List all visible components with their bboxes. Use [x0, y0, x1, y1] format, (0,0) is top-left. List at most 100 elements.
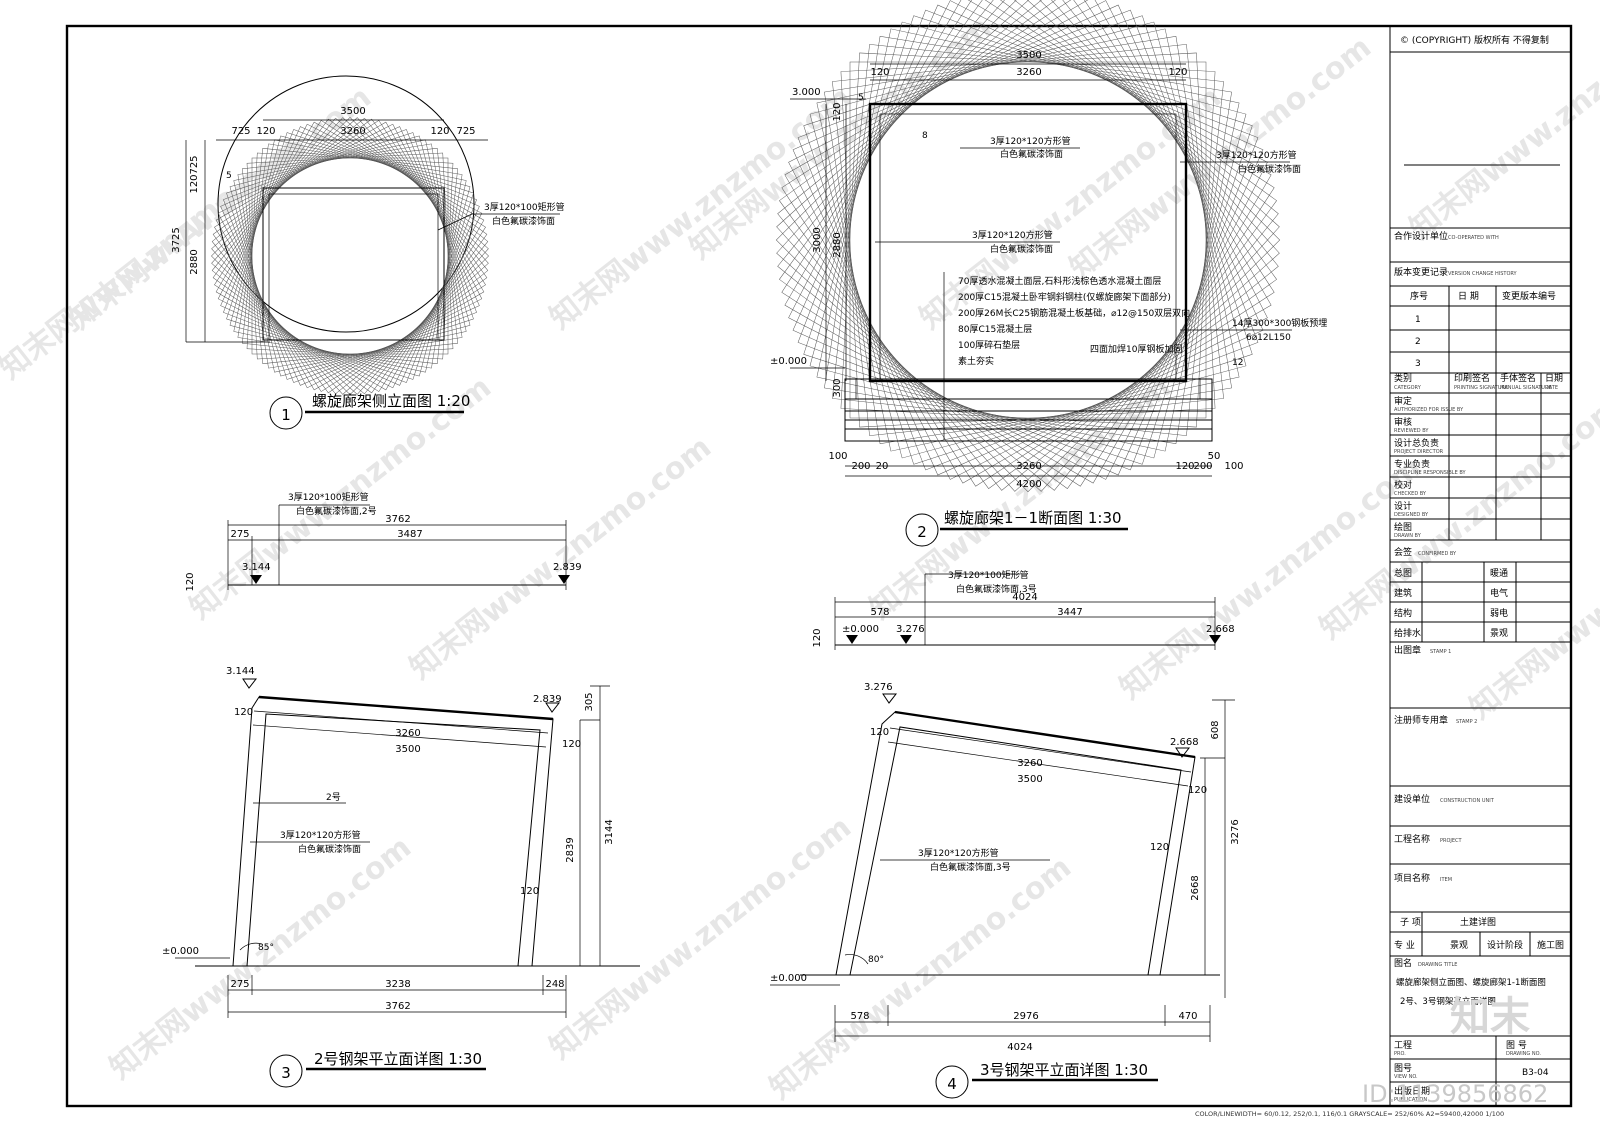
tb-confirm-nuantong: 暖通 [1490, 567, 1508, 579]
view-4-title: 3号钢架平立面详图 1:30 [980, 1061, 1148, 1079]
tb-confirm-dianqi: 电气 [1490, 587, 1508, 599]
v2-dim-100-left: 100 [828, 451, 847, 462]
tb-sign-row: 校对 [1394, 479, 1412, 491]
level-marker-2668 [1175, 747, 1191, 758]
strip2-level-left: 3.144 [242, 562, 271, 573]
v3-level-0: ±0.000 [162, 946, 199, 957]
v2-callout-mid-line1: 3厚120*120方形管 [972, 229, 1053, 241]
strip2-level-right: 2.839 [553, 562, 582, 573]
strip2-callout-line1: 3厚120*100矩形管 [288, 491, 369, 503]
strip3-dim-4024: 4024 [1012, 592, 1037, 603]
tb-sign-row-en: DESIGNED BY [1394, 512, 1429, 518]
tb-confirm-jianzhu: 建筑 [1394, 587, 1412, 599]
tb-sign-row: 设计 [1394, 500, 1412, 512]
tb-version-col-date: 日 期 [1458, 291, 1479, 302]
v2-dim-120-left: 120 [870, 67, 889, 78]
level-marker-2839 [545, 702, 561, 713]
tb-sign-row: 绘图 [1394, 521, 1412, 533]
level-marker-3276 [882, 693, 898, 704]
v2-dim-8: 8 [922, 131, 928, 141]
v4-angle: 80° [868, 955, 884, 965]
v4-dim-3276: 3276 [1230, 819, 1241, 844]
tb-sign-row-en: DRAWN BY [1394, 533, 1422, 539]
v1-dim-3725: 3725 [171, 227, 182, 252]
v3-dim-120-left: 120 [234, 707, 253, 718]
tb-drawing-no: 图 号 [1506, 1040, 1527, 1051]
view-2-title: 螺旋廊架1－1断面图 1:30 [944, 509, 1122, 527]
tb-cooperate: 合作设计单位 [1394, 230, 1448, 242]
v2-layer-3: 200厚26M长C25钢筋混凝土板基础，⌀12@150双层双向 [958, 307, 1190, 319]
tb-sign-row-en: CHECKED BY [1394, 491, 1427, 497]
v4-level-3276: 3.276 [864, 682, 893, 693]
tb-stage-value: 施工图 [1537, 939, 1564, 951]
v1-dim-3260: 3260 [340, 126, 365, 137]
v2-layer-4: 80厚C15混凝土层 [958, 323, 1032, 335]
v2-dim-200-right: 200 [1193, 461, 1212, 472]
tb-sign-date-en: DATE [1545, 385, 1558, 391]
v1-dim-120-vert: 120 [189, 174, 200, 193]
view-2-number: 2 [917, 523, 927, 541]
v3-level-3144: 3.144 [226, 666, 255, 677]
v3-dim-3144: 3144 [604, 819, 615, 844]
view-1-number-circle [269, 396, 303, 430]
v2-callout-right-line2: 白色氟碳漆饰面 [1238, 163, 1301, 175]
tb-drawing-title-line1: 螺旋廊架侧立面图、螺旋廊架1-1断面图 [1396, 977, 1546, 988]
v3-dim-305: 305 [584, 692, 595, 711]
tb-stage-label: 设计阶段 [1487, 939, 1523, 951]
plot-settings-footer: COLOR/LINEWIDTH= 60/0.12, 252/0.1, 116/0… [1195, 1110, 1504, 1118]
watermark-logo: 知末 [1450, 994, 1530, 1040]
v2-layer-2: 200厚C15混凝土卧牢钢斜钢柱(仅螺旋廊架下面部分) [958, 291, 1171, 303]
v2-dim-300: 300 [832, 378, 843, 397]
tb-version-row-3: 3 [1415, 359, 1421, 369]
tb-project-no: 工程 [1394, 1040, 1412, 1051]
spiral-tube-hatch [211, 117, 489, 395]
strip3-callout-line2: 白色氟碳漆饰面,3号 [956, 583, 1037, 595]
v3-angle: 85° [258, 943, 274, 953]
outer-frame [65, 24, 1573, 1108]
v2-dim-12: 12 [1232, 358, 1243, 368]
v3-callout-line1: 3厚120*120方形管 [280, 829, 361, 841]
watermark-id: ID:1139856862 [1362, 1080, 1548, 1108]
v2-dim-20: 20 [876, 461, 889, 472]
tb-sign-row: 设计总负责 [1394, 437, 1439, 449]
tb-sign-row-en: AUTHORIZED FOR ISSUE BY [1394, 407, 1464, 413]
v1-dim-725-left: 725 [231, 126, 250, 137]
tb-sign-print-en: PRINTING SIGNATURE [1454, 385, 1508, 391]
tb-item-en: ITEM [1440, 877, 1452, 883]
v1-callout-line1: 3厚120*100矩形管 [484, 201, 565, 213]
v2-callout-top-line1: 3厚120*120方形管 [990, 135, 1071, 147]
v4-dim-470: 470 [1178, 1011, 1197, 1022]
tb-version-col-ver: 变更版本编号 [1502, 290, 1556, 302]
strip3-level-left: 3.276 [896, 624, 925, 635]
strip2-dim-3487: 3487 [397, 529, 422, 540]
v1-dim-725-vert: 725 [189, 155, 200, 174]
view-1-number: 1 [281, 406, 291, 424]
v2-layer-6: 素土夯实 [958, 355, 994, 367]
v4-level-2668: 2.668 [1170, 737, 1199, 748]
v1-dim-120-right: 120 [430, 126, 449, 137]
tb-version-row-1: 1 [1415, 315, 1421, 325]
view-3-number: 3 [281, 1064, 291, 1082]
tb-confirm-jingguan: 景观 [1490, 628, 1508, 639]
strip2-dim-275: 275 [230, 529, 249, 540]
v2-dim-2880: 2880 [832, 232, 843, 257]
tb-project: 工程名称 [1394, 833, 1430, 845]
v3-dim-275: 275 [230, 979, 249, 990]
tb-confirm-jiegou: 结构 [1394, 607, 1412, 619]
level-marker-right [558, 575, 570, 584]
v1-dim-120-left: 120 [256, 126, 275, 137]
tb-stamp2-en: STAMP 2 [1456, 719, 1477, 725]
tb-construction-en: CONSTRUCTION UNIT [1440, 798, 1495, 804]
v1-dim-3500: 3500 [340, 106, 365, 117]
v2-callout-right-line1: 3厚120*120方形管 [1216, 149, 1297, 161]
v2-dim-3500: 3500 [1016, 50, 1041, 61]
tb-sign-row-en: REVIEWED BY [1394, 428, 1429, 434]
v4-dim-120-mid: 120 [1150, 842, 1169, 853]
tb-figure-no-en: VIEW NO. [1394, 1074, 1418, 1080]
tb-version-en: VERSION CHANGE HISTORY [1448, 271, 1518, 277]
v1-dim-725-right: 725 [456, 126, 475, 137]
tb-sign-cat: 类别 [1394, 372, 1412, 384]
strip3-level-zero: ±0.000 [842, 624, 879, 635]
watermark-text: 知末网www.znzmo.com [403, 430, 718, 687]
tb-drawing-title-en: DRAWING TITLE [1418, 962, 1457, 968]
